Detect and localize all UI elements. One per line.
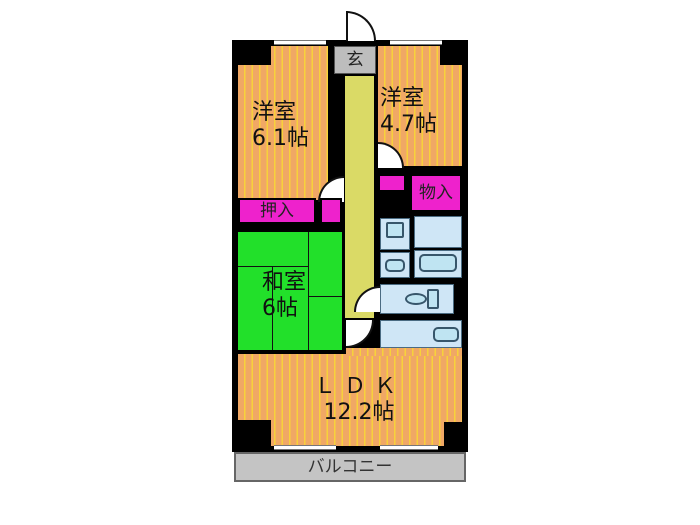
pillar — [440, 45, 464, 65]
closet-label: 押入 — [260, 201, 294, 221]
hallway — [345, 76, 374, 318]
storage-label: 物入 — [419, 183, 453, 203]
room-western-2: 洋室 4.7帖 — [378, 45, 464, 166]
washbasin — [380, 218, 410, 250]
entrance-label: 玄 — [346, 50, 364, 70]
closet-oshiire: 押入 — [238, 198, 316, 224]
window — [274, 445, 336, 450]
entrance-door[interactable] — [346, 11, 376, 41]
bathroom — [414, 216, 462, 248]
room-western-1: 洋室 6.1帖 — [237, 45, 328, 200]
closet-small — [320, 198, 342, 224]
window — [274, 40, 326, 45]
room-name: 和室 — [262, 270, 307, 295]
window — [380, 445, 438, 450]
room-name: 洋室 — [252, 100, 297, 125]
pillar — [444, 422, 464, 448]
storage-mono-main: 物入 — [410, 174, 462, 212]
balcony-label: バルコニー — [307, 457, 393, 477]
room-size: 4.7帖 — [380, 112, 437, 137]
bathtub-area — [414, 250, 462, 278]
kitchen-counter — [380, 320, 462, 348]
room-japanese: 和室 6帖 — [238, 232, 342, 350]
toilet-room — [380, 284, 454, 314]
storage-mono — [378, 174, 406, 192]
room-size: 12.2帖 — [323, 400, 395, 425]
laundry — [380, 252, 410, 278]
pillar — [237, 45, 271, 65]
pillar — [237, 420, 271, 448]
window — [390, 40, 442, 45]
room-name: ＬＤＫ — [314, 374, 405, 399]
floorplan: 洋室 6.1帖 玄 洋室 4.7帖 物入 押入 和室 6 — [232, 11, 468, 518]
room-size: 6帖 — [262, 296, 298, 321]
room-name: 洋室 — [380, 86, 425, 111]
balcony: バルコニー — [234, 452, 466, 482]
entrance: 玄 — [334, 46, 376, 74]
room-ldk: ＬＤＫ 12.2帖 — [237, 348, 464, 448]
room-size: 6.1帖 — [252, 126, 309, 151]
